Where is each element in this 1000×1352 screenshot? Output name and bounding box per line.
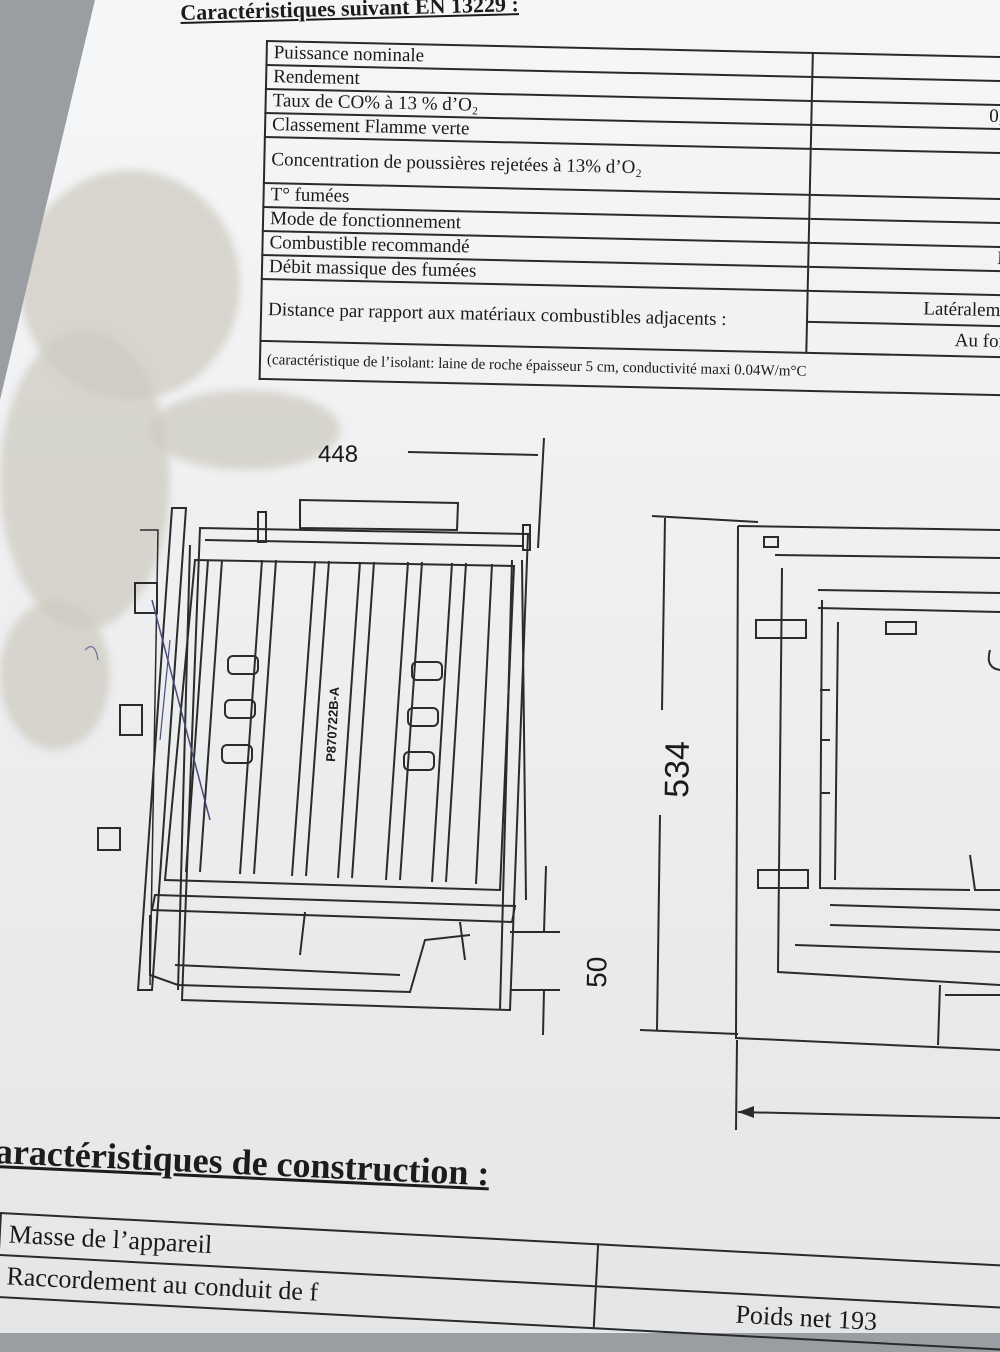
flue-collar [299,498,460,532]
dim-line [737,1111,1000,1119]
dim-line [661,517,666,711]
part-code-label: P870722B-A [323,686,342,762]
dim-line [407,451,539,456]
dim-line [542,989,545,1036]
dim-height-label: 534 [658,741,697,798]
plaster-stain [0,330,170,630]
plaster-stain [150,390,340,470]
stove-front-view [734,525,1000,1051]
dim-extension [651,515,759,523]
plaster-stain [0,600,110,750]
dim-extension [735,1039,738,1131]
dim-line [543,865,547,933]
technical-drawing: 448 [84,437,1000,1131]
dim-width-label: 448 [318,441,358,468]
dim-extension [639,1029,739,1035]
dim-bottom-label: 50 [581,956,613,988]
distance-back: Au fond [805,321,1000,358]
dim-line [656,814,661,1031]
dim-extension [537,437,545,549]
stove-side-view [84,498,531,1012]
arrow-icon [738,1106,754,1118]
spec-table: Puissance nominale Rendement Taux de CO%… [259,40,1000,396]
spec-value [809,148,1000,200]
distance-lateral: Latéralemen [806,290,1000,327]
